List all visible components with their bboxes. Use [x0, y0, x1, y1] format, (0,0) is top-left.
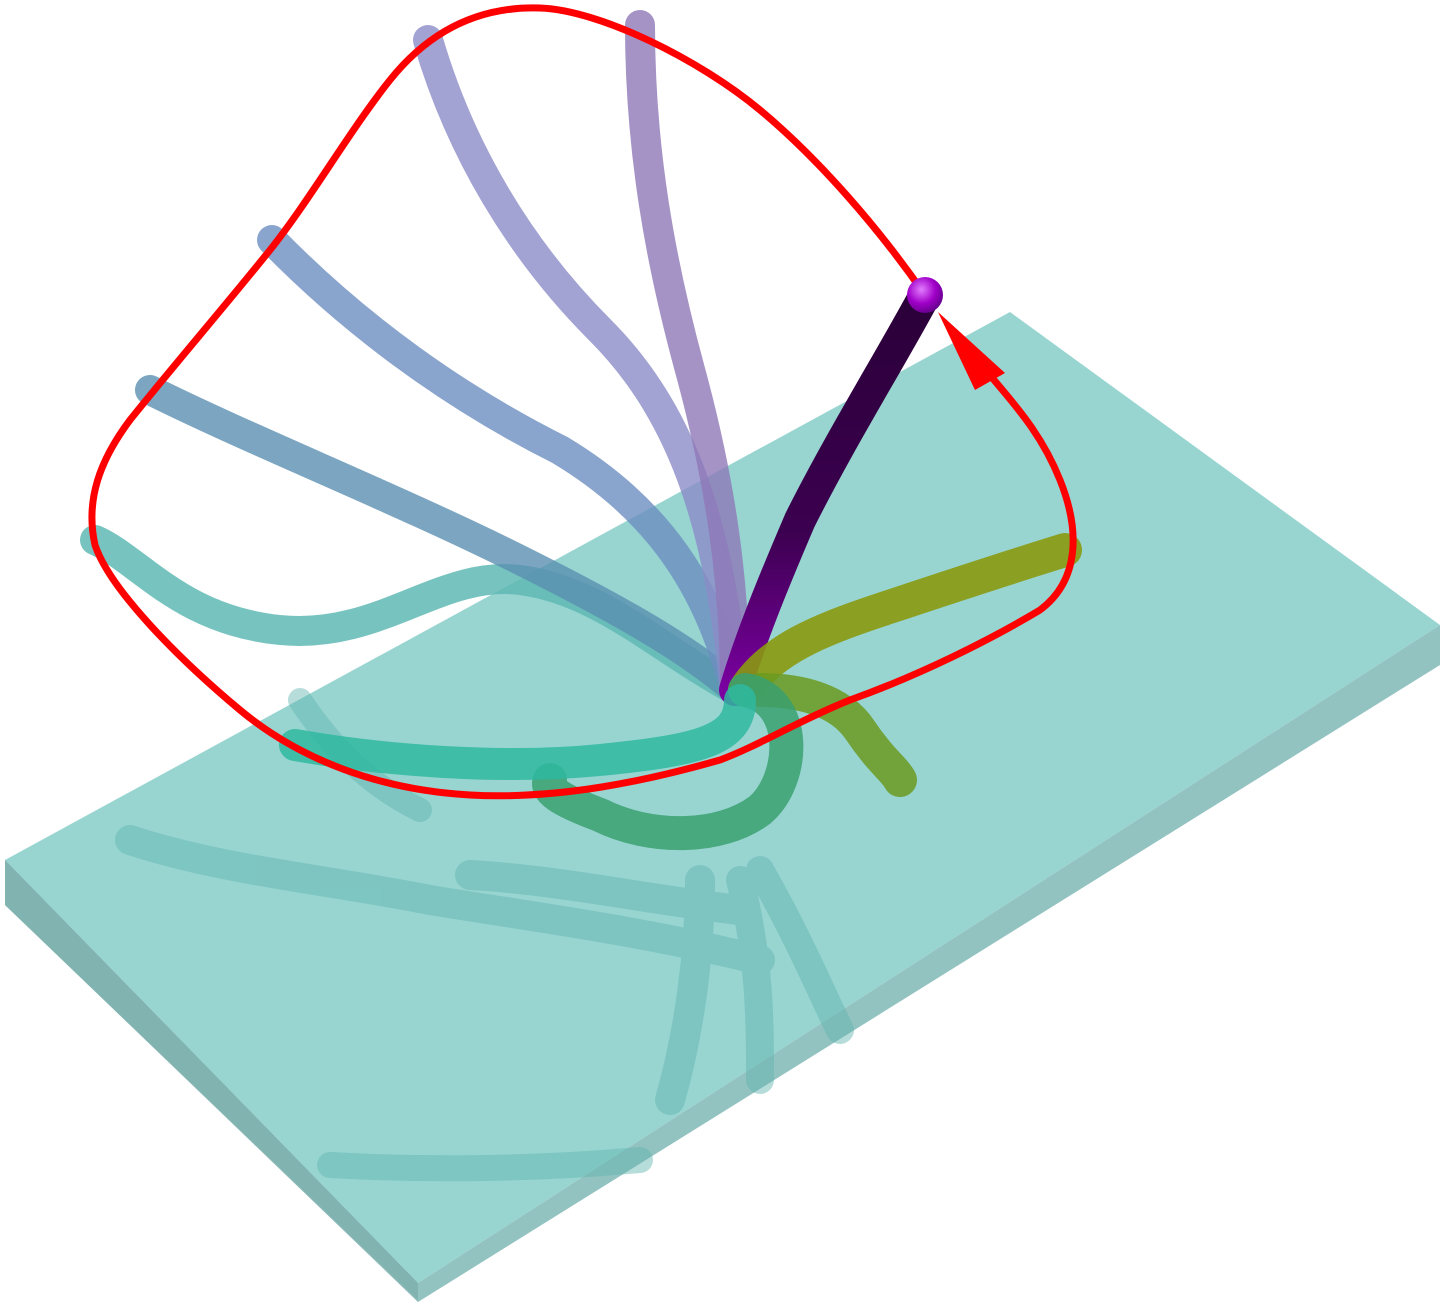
- tube-olive: [728, 533, 1082, 707]
- tube-slate: [257, 225, 750, 705]
- tube-purple: [719, 279, 941, 706]
- slab-left-edge: [5, 860, 418, 1302]
- tube-bundle: [80, 10, 750, 705]
- red-loop: [88, 4, 1077, 800]
- slab-front-face-long: [418, 625, 1440, 1302]
- tube-lavender: [625, 10, 750, 705]
- tube-reflections: [115, 688, 854, 1182]
- tube-teal: [279, 684, 756, 781]
- tube-moss: [743, 673, 917, 797]
- marker-point: [907, 277, 943, 313]
- tube-steel: [135, 375, 750, 705]
- direction-arrow: [938, 312, 1005, 390]
- tube-bundle-front: [279, 533, 1082, 851]
